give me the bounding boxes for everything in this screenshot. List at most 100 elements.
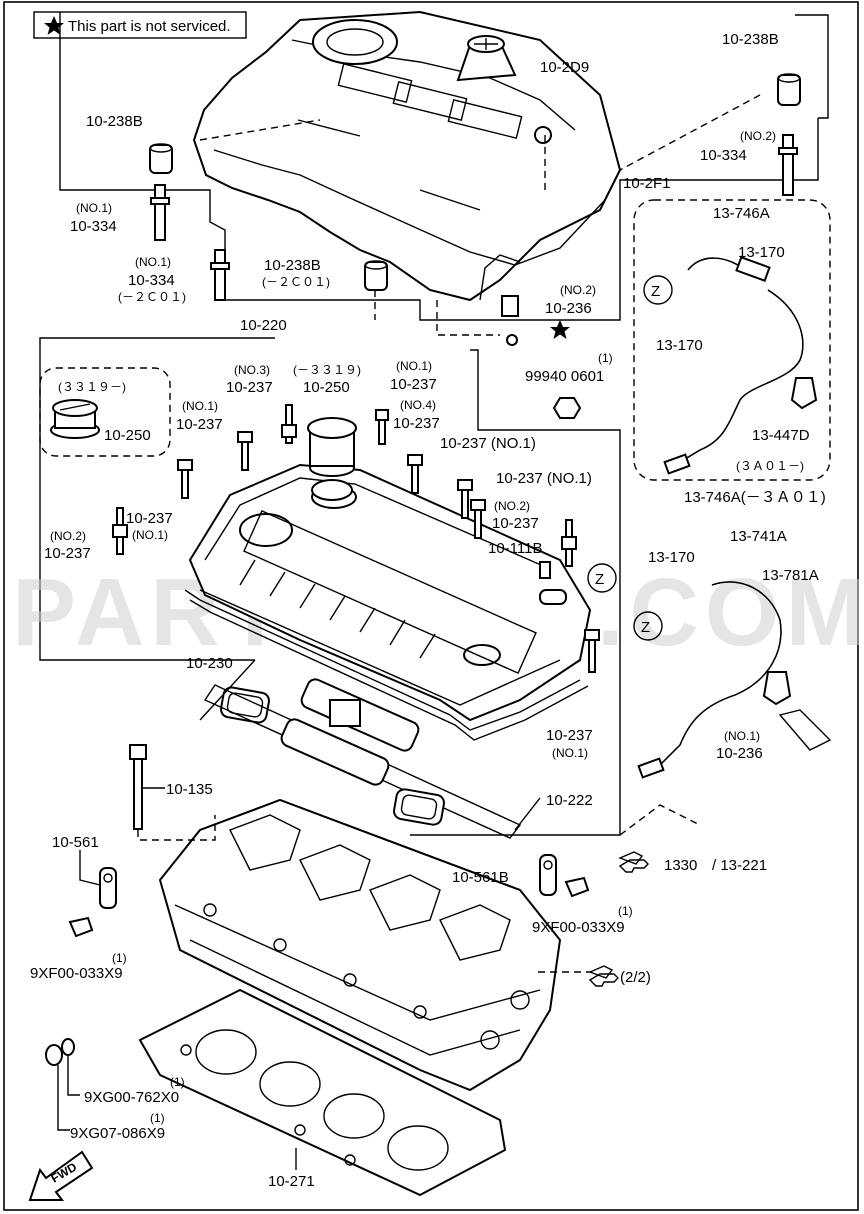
label-10-236: 10-236 [716, 745, 763, 762]
label-13-781A: 13-781A [762, 567, 819, 584]
label-10-236: 10-236 [545, 300, 592, 317]
plug-10-111B [539, 561, 551, 579]
cover-gasket-10-230 [184, 589, 581, 731]
hook-10-561B [539, 854, 557, 896]
label-10-2D9: 10-2D9 [540, 59, 589, 76]
label-13-746A: 13-746A(－３Ａ０１) [684, 489, 826, 506]
label-10-237: 10-237 [546, 727, 593, 744]
pcv-hose-lower [587, 563, 832, 779]
label-3319: (－３３１９) [293, 363, 361, 377]
ref-arrow-1330 [618, 851, 644, 865]
nut-99940 [552, 397, 582, 419]
label-10-238B: 10-238B [264, 257, 321, 274]
variant-box-3319 [39, 367, 171, 457]
hook-10-561 [99, 867, 117, 909]
label-9XF00: 9XF00-033X9 [532, 919, 625, 936]
part-labels: 10-2D9 10-238B 10-238B 10-238B (－２Ｃ０１) (… [30, 31, 826, 1190]
note-box: This part is not serviced. [33, 11, 247, 39]
ref-13-221[interactable]: / 13-221 [712, 857, 767, 874]
pcv-hose-3a01 [643, 256, 818, 475]
label-no1: (NO.1) [552, 746, 588, 760]
label-13-746A: 13-746A [713, 205, 770, 222]
label-10-220: 10-220 [240, 317, 287, 334]
label-no3: (NO.3) [234, 363, 270, 377]
callout-z-1 [643, 275, 673, 305]
pointing-hand-icon [588, 973, 619, 987]
grommet-left [149, 143, 173, 174]
label-qty: (1) [112, 951, 127, 965]
label-10-230: 10-230 [186, 655, 233, 672]
variant-box-3a01 [633, 199, 831, 481]
grommet-top-right [777, 73, 801, 106]
ref-arrow-22 [588, 965, 614, 979]
label-10-250: 10-250 [303, 379, 350, 396]
label-sub: (－２Ｃ０１) [118, 290, 186, 304]
fwd-arrow: FWD [28, 1150, 94, 1201]
label-10-111B: 10-111B [488, 540, 543, 557]
washer-9XG00 [61, 1038, 75, 1056]
cylinder-head [158, 798, 562, 1092]
cover-group-frame-right [795, 14, 829, 119]
label-10-334: 10-334 [128, 272, 175, 289]
label-no2: (NO.2) [740, 129, 776, 143]
stud-10-334-right [778, 134, 798, 196]
stud-10-334-lower [210, 249, 230, 301]
label-10-561: 10-561 [52, 834, 99, 851]
star-icon [550, 320, 570, 339]
cover-group-frame [59, 12, 819, 321]
label-10-250: 10-250 [104, 427, 151, 444]
label-sub: (－２Ｃ０１) [262, 275, 330, 289]
label-13-170: 13-170 [648, 549, 695, 566]
label-10-271: 10-271 [268, 1173, 315, 1190]
label-99940: 99940 0601 [525, 368, 604, 385]
stud-10-334-left [150, 184, 170, 241]
label-qty: (1) [618, 904, 633, 918]
label-no1: (NO.1) [396, 359, 432, 373]
label-no1: (NO.1) [724, 729, 760, 743]
callout-z-label: Z [641, 619, 650, 636]
label-9XF00: 9XF00-033X9 [30, 965, 123, 982]
callout-z-label: Z [595, 571, 604, 588]
grommet-mid [364, 260, 388, 291]
label-10-237: 10-237 [393, 415, 440, 432]
label-qty: (1) [170, 1075, 185, 1089]
label-10-237: 10-237 [226, 379, 273, 396]
label-10-237: 10-237 [44, 545, 91, 562]
bolt-9XF00-a [68, 916, 94, 938]
label-10-334: 10-334 [70, 218, 117, 235]
plug-9XG07 [45, 1044, 63, 1066]
outer-border [3, 1, 859, 1211]
label-10-237-no1: 10-237 (NO.1) [496, 470, 592, 487]
label-3a01: (３Ａ０１－) [736, 459, 804, 473]
label-qty: (1) [598, 351, 613, 365]
head-bolt-10-135 [129, 744, 147, 830]
label-9XG07: 9XG07-086X9 [70, 1125, 165, 1142]
label-no1: (NO.1) [132, 528, 168, 542]
label-no1: (NO.1) [135, 255, 171, 269]
label-13-170: 13-170 [738, 244, 785, 261]
label-no4: (NO.4) [400, 398, 436, 412]
label-10-135: 10-135 [166, 781, 213, 798]
callout-z-label: Z [651, 283, 660, 300]
clip-10-236 [501, 295, 519, 346]
label-no1: (NO.1) [182, 399, 218, 413]
label-no1: (NO.1) [76, 201, 112, 215]
bolt-9XF00-b [564, 876, 590, 898]
oil-cap-10-250-a [50, 399, 100, 439]
ref-1330[interactable]: 1330 [664, 857, 697, 874]
label-10-561B: 10-561B [452, 869, 509, 886]
label-10-2F1: 10-2F1 [623, 175, 671, 192]
label-13-741A: 13-741A [730, 528, 787, 545]
engine-cover [192, 10, 622, 302]
ref-2-2[interactable]: (2/2) [620, 969, 651, 986]
oil-cap-10-250-b [307, 417, 357, 501]
note-text: This part is not serviced. [68, 18, 231, 35]
label-13-447D: 13-447D [752, 427, 810, 444]
label-10-237: 10-237 [176, 416, 223, 433]
cap-10-2D9 [456, 35, 517, 82]
label-10-334: 10-334 [700, 147, 747, 164]
label-3319: (３３１９－) [58, 380, 126, 394]
head-cover-frame-left [39, 337, 275, 661]
label-10-237: 10-237 [126, 510, 173, 527]
